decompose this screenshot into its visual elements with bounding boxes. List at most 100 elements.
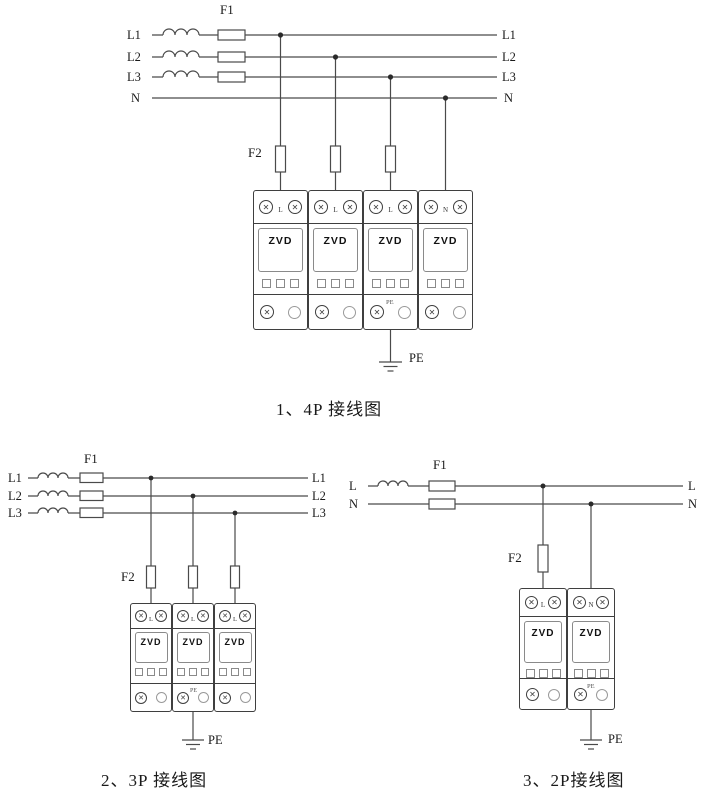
f1-fuse-l1 (217, 29, 246, 41)
pe-label: PE (608, 732, 623, 746)
brand-label: ZVD (378, 235, 403, 247)
module-body: ZVD (309, 224, 362, 295)
junction-dot (148, 475, 154, 481)
diagram-4p-wires (152, 28, 497, 372)
screw-terminal-icon (398, 200, 412, 214)
screw-terminal-icon (177, 610, 189, 622)
pe-label: PE (409, 351, 424, 365)
line-label-left: L1 (127, 28, 141, 42)
status-windows (573, 669, 609, 678)
spd-module: N ZVD PE (567, 588, 615, 710)
screw-terminal-icon (425, 305, 439, 319)
status-square (243, 668, 251, 676)
diagram-3p-caption: 2、3P 接线图 (101, 771, 208, 790)
fuse-f1-label: F1 (220, 2, 234, 17)
screw-terminal-icon (453, 200, 467, 214)
junction-dot (540, 483, 546, 489)
line-label-right: L2 (502, 50, 516, 64)
line-label-right: L2 (312, 489, 326, 503)
module-top-terminal: N (568, 589, 614, 617)
module-body: ZVD (419, 224, 472, 295)
brand-window: ZVD (368, 228, 413, 272)
screw-terminal-icon (370, 305, 384, 319)
status-square (455, 279, 464, 288)
spd-module: L ZVD (253, 190, 308, 330)
diagram-2p-wires (368, 480, 683, 750)
module-body: ZVD (520, 617, 566, 679)
line-label-left: N (131, 91, 141, 105)
l2-inductor-icon (37, 490, 69, 497)
terminal-label: L (191, 615, 195, 623)
module-bottom-terminal (254, 295, 307, 329)
brand-window: ZVD (423, 228, 468, 272)
status-windows (262, 279, 299, 288)
screw-terminal-icon (238, 610, 251, 622)
line-label-left: L (349, 479, 357, 493)
status-square (573, 669, 583, 678)
l3-inductor-icon (37, 507, 69, 514)
brand-label: ZVD (268, 235, 293, 247)
status-windows (317, 279, 354, 288)
terminal-hole-icon (453, 305, 466, 319)
line-label-left: L3 (127, 70, 141, 84)
f2-fuse-l (537, 544, 549, 573)
brand-label: ZVD (323, 235, 348, 247)
status-square (331, 279, 340, 288)
status-windows (525, 669, 561, 678)
brand-window: ZVD (572, 621, 610, 663)
line-label-right: L3 (502, 70, 516, 84)
module-body: ZVD (173, 629, 213, 684)
screw-terminal-icon (314, 200, 328, 214)
line-label-left: L2 (8, 489, 22, 503)
status-square (147, 668, 155, 676)
status-square (189, 668, 197, 676)
module-body: ZVD (254, 224, 307, 295)
screw-terminal-icon (154, 610, 167, 622)
fuse-f2-label: F2 (248, 145, 262, 160)
status-square (525, 669, 535, 678)
brand-label: ZVD (140, 637, 162, 647)
brand-window: ZVD (313, 228, 358, 272)
module-bottom-terminal (131, 684, 171, 711)
status-square (135, 668, 143, 676)
spd-module: L ZVD (519, 588, 567, 710)
spd-module: N ZVD (418, 190, 473, 330)
f1-fuse-l2 (79, 490, 104, 502)
status-windows (135, 668, 167, 676)
brand-label: ZVD (224, 637, 246, 647)
line-label-right: L (688, 479, 696, 493)
spd-module: L ZVD PE (172, 603, 214, 712)
terminal-label: L (149, 615, 153, 623)
module-top-terminal: L (309, 191, 362, 224)
f2-fuse-l1 (145, 565, 157, 589)
screw-terminal-icon (596, 596, 609, 609)
f1-fuse-l1 (79, 472, 104, 484)
diagram-4p-caption: 1、4P 接线图 (276, 400, 383, 419)
module-top-terminal: L (173, 604, 213, 629)
brand-label: ZVD (433, 235, 458, 247)
f1-fuse-l (428, 480, 456, 492)
screw-terminal-icon (369, 200, 383, 214)
status-square (219, 668, 227, 676)
status-windows (219, 668, 251, 676)
spd-module: L ZVD (214, 603, 256, 712)
terminal-label: L (540, 601, 546, 609)
l2-inductor-icon (162, 50, 200, 58)
terminal-label: L (388, 205, 393, 214)
status-square (538, 669, 548, 678)
junction-dot (277, 32, 284, 38)
status-square (201, 668, 209, 676)
status-square (317, 279, 326, 288)
status-square (159, 668, 167, 676)
status-windows (177, 668, 209, 676)
screw-terminal-icon (526, 688, 539, 701)
status-square (599, 669, 609, 678)
line-label-right: N (688, 497, 698, 511)
line-label-left: N (349, 497, 359, 511)
screw-terminal-icon (343, 200, 357, 214)
f1-fuse-l2 (217, 51, 246, 63)
module-bottom-terminal (520, 679, 566, 710)
status-square (276, 279, 285, 288)
status-square (441, 279, 450, 288)
module-top-terminal: L (364, 191, 417, 224)
